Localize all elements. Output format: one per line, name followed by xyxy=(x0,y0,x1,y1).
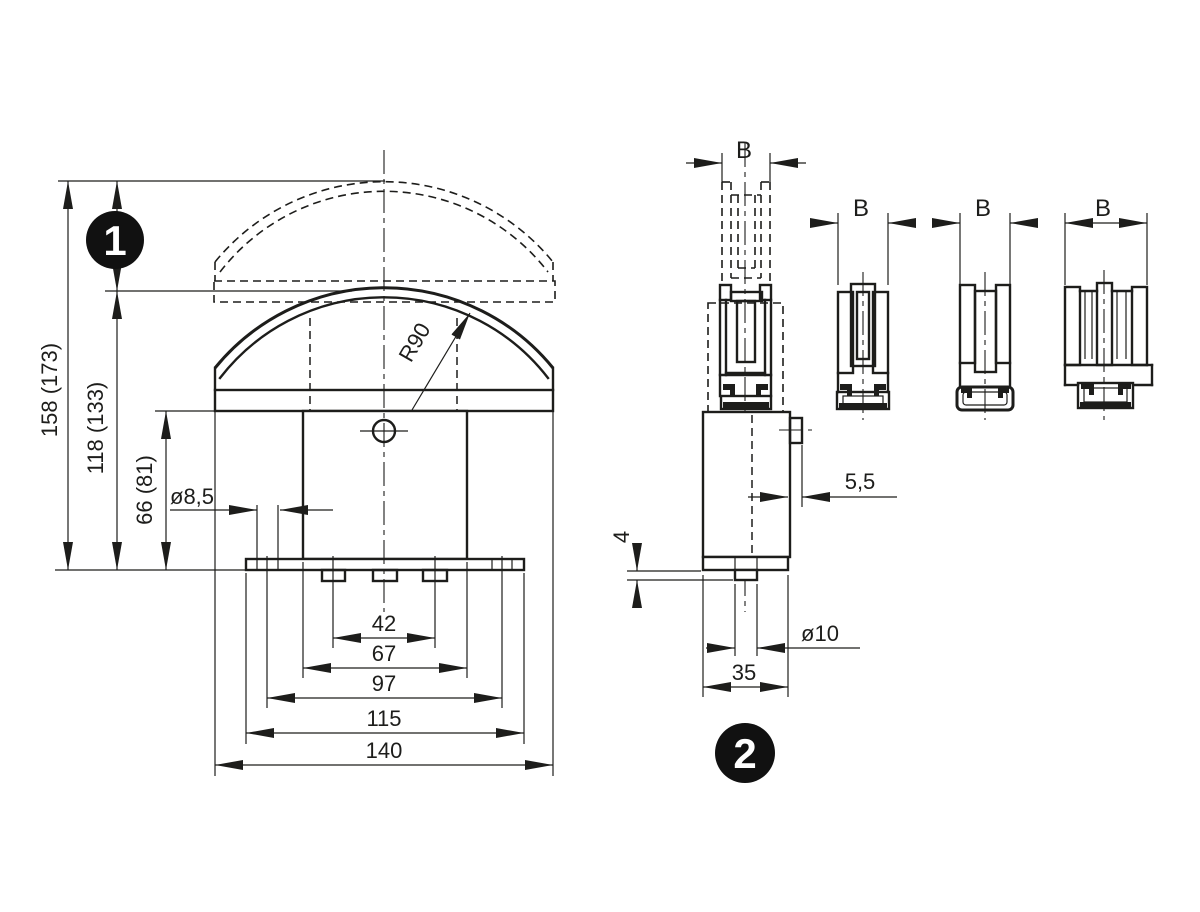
dim-tab-offset: 5,5 xyxy=(845,469,876,494)
front-dimension-lines xyxy=(63,181,553,770)
profile-variant-1 xyxy=(810,213,916,420)
side-b-label: B xyxy=(736,137,752,164)
channel-profile xyxy=(718,283,773,411)
depth-dimension xyxy=(702,575,789,697)
position-badge-1: 1 xyxy=(86,211,144,269)
profile-variant-3 xyxy=(1063,213,1154,420)
tab-offset-dimension xyxy=(748,445,897,507)
variant2-b-label: B xyxy=(975,195,991,222)
badge-2-number: 2 xyxy=(733,730,756,777)
channel-raised-phantom xyxy=(721,181,771,285)
dim-stud-height: 4 xyxy=(609,531,634,543)
position-badge-2: 2 xyxy=(715,723,775,783)
dim-saddle-radius: R90 xyxy=(394,319,436,366)
dim-hole-spacing: 97 xyxy=(372,671,396,696)
side-b-dimension xyxy=(686,153,806,182)
profile-variant-2 xyxy=(932,213,1038,420)
plate-holes xyxy=(256,505,513,570)
dim-stud-diameter: ø10 xyxy=(801,621,839,646)
dim-plate-width: 115 xyxy=(366,706,401,731)
side-plate xyxy=(701,555,790,572)
stud-diameter-dimension xyxy=(706,584,860,656)
dim-saddle-width: 140 xyxy=(366,738,403,763)
dim-depth: 35 xyxy=(732,660,756,685)
variant3-b-label: B xyxy=(1095,195,1111,222)
stud-height-dimension xyxy=(627,543,733,608)
dim-raised-height: 118 (133) xyxy=(83,382,108,475)
dim-hole-diameter: ø8,5 xyxy=(170,484,214,509)
variant1-b-label: B xyxy=(853,195,869,222)
dim-body-height: 66 (81) xyxy=(132,455,157,525)
base-plate xyxy=(244,557,526,572)
dim-stud-spacing: 42 xyxy=(372,611,396,636)
dim-body-width: 67 xyxy=(372,641,396,666)
stud-center xyxy=(371,568,399,583)
body-block xyxy=(301,409,469,561)
front-view: 158 (173) 118 (133) 66 (81) ø8,5 R90 42 … xyxy=(37,150,556,776)
dim-overall-height: 158 (173) xyxy=(37,343,62,437)
side-view: B 5,5 4 ø10 35 xyxy=(609,137,897,697)
side-body xyxy=(701,410,792,559)
side-screw-boss xyxy=(779,416,812,445)
side-stud xyxy=(733,568,759,582)
badge-1-number: 1 xyxy=(103,217,126,264)
front-extension-lines xyxy=(55,180,554,776)
